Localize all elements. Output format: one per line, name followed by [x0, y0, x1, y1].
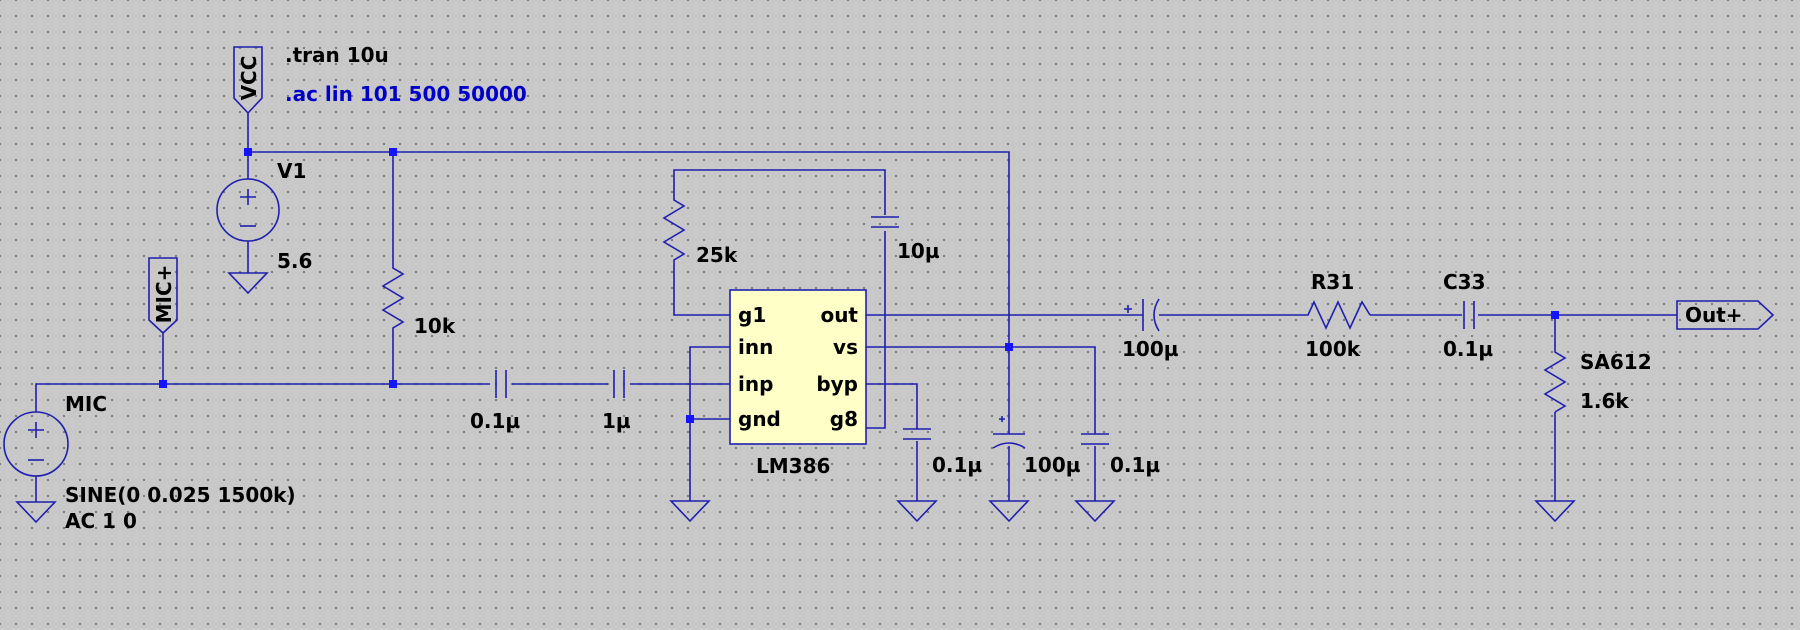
resistor-sa612[interactable]: [1543, 347, 1567, 413]
junction-dots: [159, 148, 1559, 423]
pin-byp-label: byp: [816, 372, 858, 396]
capacitor-input-1[interactable]: [495, 370, 507, 398]
voltage-source-icon: [3, 411, 69, 477]
r31-value-label: 100k: [1305, 337, 1361, 361]
mic-value-label: SINE(0 0.025 1500k): [65, 483, 296, 507]
pin-g8-label: g8: [830, 407, 858, 431]
junction-dot: [1005, 343, 1013, 351]
junction-dot: [159, 380, 167, 388]
capacitor-icon: [1081, 433, 1109, 445]
mic-ac-label: AC 1 0: [65, 509, 137, 533]
pin-inn-label: inn: [738, 335, 773, 359]
net-label-text: MIC+: [152, 265, 176, 324]
net-label-text: VCC: [237, 56, 261, 101]
v1-name-label: V1: [277, 159, 306, 183]
c33-value-label: 0.1µ: [1443, 337, 1493, 361]
mic-name-label: MIC: [65, 392, 107, 416]
capacitor-icon: [613, 370, 625, 398]
c33-name-label: C33: [1443, 270, 1486, 294]
capacitor-c33[interactable]: [1463, 301, 1475, 329]
ic-body: [729, 289, 867, 445]
net-label-mic-plus[interactable]: MIC+: [148, 257, 178, 335]
capacitor-icon: [903, 428, 931, 440]
capacitor-electrolytic-vs[interactable]: [992, 416, 1026, 449]
capacitor-vs-decoupling[interactable]: [1081, 433, 1109, 445]
capacitor-electrolytic-out[interactable]: [1124, 298, 1160, 332]
net-label-vcc[interactable]: VCC: [233, 46, 263, 115]
net-flag-icon: [233, 46, 263, 115]
net-flag-icon: [1676, 300, 1775, 330]
net-flag-icon: [148, 257, 178, 335]
pin-vs-label: vs: [833, 335, 858, 359]
ic-name-label: LM386: [756, 454, 830, 478]
ground-icon: [1074, 500, 1116, 523]
capacitor-icon: [1463, 301, 1475, 329]
junction-dot: [244, 148, 252, 156]
c-byp-value-label: 0.1µ: [932, 453, 982, 477]
net-label-out-plus[interactable]: Out+: [1676, 300, 1775, 330]
v1-value-label: 5.6: [277, 249, 312, 273]
capacitor-icon: [495, 370, 507, 398]
ground-icon: [15, 501, 57, 524]
voltage-source-v1[interactable]: [216, 178, 280, 242]
ground-symbols: [15, 272, 1576, 524]
r-load-name-label: SA612: [1580, 350, 1652, 374]
resistor-icon: [1543, 347, 1567, 413]
junction-dot: [389, 380, 397, 388]
resistor-25k[interactable]: [662, 193, 686, 283]
resistor-10k[interactable]: [381, 262, 405, 335]
r-fb-value-label: 25k: [696, 243, 738, 267]
resistor-icon: [381, 262, 405, 335]
r-load-value-label: 1.6k: [1580, 389, 1629, 413]
ic-lm386[interactable]: g1 inn inp gnd out vs byp g8: [729, 289, 867, 445]
ground-icon: [227, 272, 269, 295]
ground-icon: [988, 500, 1030, 523]
wires: [35, 113, 1677, 502]
r-bias-value-label: 10k: [414, 314, 456, 338]
junction-dot: [686, 415, 694, 423]
r31-name-label: R31: [1311, 270, 1354, 294]
pin-inp-label: inp: [738, 372, 773, 396]
pin-out-label: out: [820, 303, 858, 327]
resistor-r31[interactable]: [1300, 300, 1371, 330]
resistor-icon: [662, 193, 686, 283]
c-fb-value-label: 10µ: [897, 239, 940, 263]
voltage-source-mic[interactable]: [3, 411, 69, 477]
resistor-icon: [1300, 300, 1371, 330]
capacitor-bypass[interactable]: [903, 428, 931, 440]
spice-directive-ac[interactable]: .ac lin 101 500 50000: [285, 82, 527, 106]
spice-directive-tran[interactable]: .tran 10u: [285, 43, 389, 67]
c-vs-elec-value-label: 100µ: [1024, 453, 1081, 477]
ground-icon: [896, 500, 938, 523]
junction-dot: [389, 148, 397, 156]
ground-icon: [1534, 500, 1576, 523]
c-in2-value-label: 1µ: [602, 409, 631, 433]
pin-g1-label: g1: [738, 303, 766, 327]
ground-icon: [669, 500, 711, 523]
junction-dot: [1551, 311, 1559, 319]
c-in1-value-label: 0.1µ: [470, 409, 520, 433]
pin-gnd-label: gnd: [738, 407, 781, 431]
capacitor-input-2[interactable]: [613, 370, 625, 398]
capacitor-icon: [871, 216, 899, 228]
voltage-source-icon: [216, 178, 280, 242]
net-label-text: Out+: [1685, 303, 1743, 327]
capacitor-feedback[interactable]: [871, 216, 899, 228]
c-out-value-label: 100µ: [1122, 337, 1179, 361]
c-vs-value-label: 0.1µ: [1110, 453, 1160, 477]
